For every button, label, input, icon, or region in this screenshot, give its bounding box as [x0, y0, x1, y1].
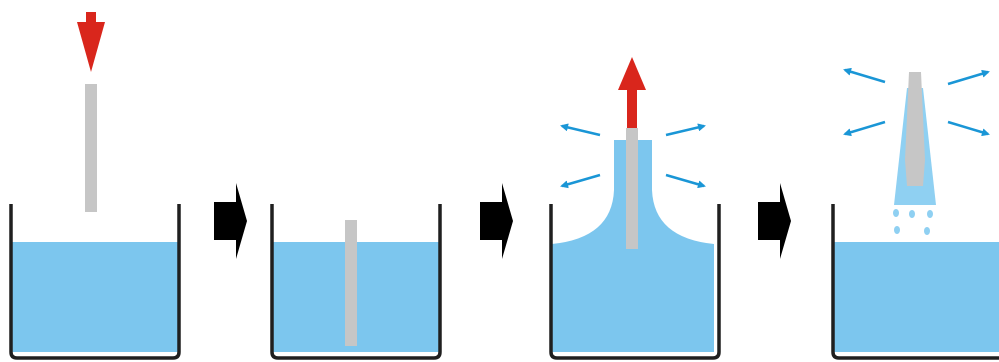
blue-arrow-icon [948, 72, 988, 84]
blue-arrow-icon [845, 122, 885, 134]
liquid [834, 242, 999, 352]
blue-arrow-icon [948, 122, 988, 134]
blue-arrow-icon [562, 126, 600, 135]
stage-immersion [11, 12, 179, 358]
stage-drying [833, 70, 999, 358]
blue-arrow-icon [666, 175, 704, 186]
droplet [894, 226, 900, 234]
black-right-arrow-icon [214, 183, 247, 259]
red-arrow-icon [77, 12, 105, 72]
blue-arrow-icon [845, 70, 885, 82]
rod [626, 128, 638, 249]
liquid [12, 242, 178, 352]
black-right-arrow-icon [480, 183, 513, 259]
red-arrow-icon [618, 57, 646, 128]
stage-withdrawal [551, 57, 719, 358]
black-right-arrow-icon [758, 183, 791, 259]
rod [85, 84, 97, 212]
droplet [924, 227, 930, 235]
droplet [909, 210, 915, 218]
blue-arrow-icon [666, 126, 704, 135]
stage-dwell [272, 204, 440, 358]
rod [905, 72, 925, 160]
rod [345, 220, 357, 346]
rod-tip [905, 160, 925, 186]
droplet [927, 210, 933, 218]
droplet [893, 209, 899, 217]
blue-arrow-icon [562, 175, 600, 186]
